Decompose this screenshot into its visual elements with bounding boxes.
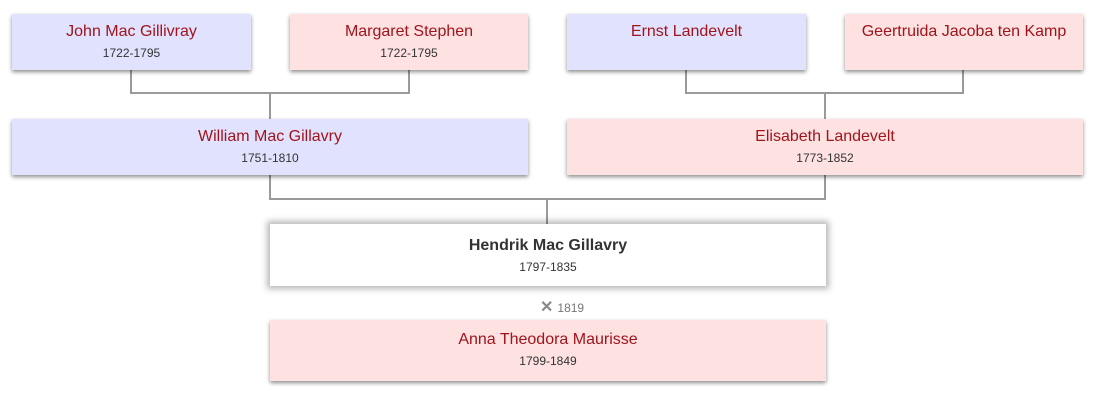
person-years: 1799-1849 — [519, 354, 577, 368]
close-icon: ✕ — [540, 299, 554, 316]
person-card-william-mac-gillavry[interactable]: William Mac Gillavry 1751-1810 — [12, 119, 528, 175]
person-card-ernst-landevelt[interactable]: Ernst Landevelt — [567, 14, 806, 70]
person-card-geertruida-jacoba-ten-kamp[interactable]: Geertruida Jacoba ten Kamp — [845, 14, 1083, 70]
person-name[interactable]: Anna Theodora Maurisse — [458, 331, 638, 348]
person-card-hendrik-mac-gillavry[interactable]: Hendrik Mac Gillavry 1797-1835 — [270, 224, 826, 286]
person-name[interactable]: John Mac Gillivray — [66, 23, 197, 40]
person-card-margaret-stephen[interactable]: Margaret Stephen 1722-1795 — [290, 14, 528, 70]
person-name[interactable]: William Mac Gillavry — [198, 128, 342, 145]
person-years: 1722-1795 — [102, 46, 161, 60]
person-name: Hendrik Mac Gillavry — [468, 237, 628, 254]
person-card-anna-theodora-maurisse[interactable]: Anna Theodora Maurisse 1799-1849 — [270, 320, 826, 381]
person-years: 1773-1852 — [796, 151, 854, 165]
person-name[interactable]: Geertruida Jacoba ten Kamp — [861, 23, 1067, 40]
person-name[interactable]: Ernst Landevelt — [630, 23, 743, 40]
person-card-elisabeth-landevelt[interactable]: Elisabeth Landevelt 1773-1852 — [567, 119, 1083, 175]
person-years: 1722-1795 — [380, 46, 438, 60]
person-name[interactable]: Elisabeth Landevelt — [755, 128, 895, 145]
marriage-year: 1819 — [557, 301, 585, 315]
marriage-indicator: ✕1819 — [540, 300, 610, 316]
person-years: 1797-1835 — [519, 260, 577, 274]
person-name[interactable]: Margaret Stephen — [344, 23, 474, 40]
person-card-john-mac-gillivray[interactable]: John Mac Gillivray 1722-1795 — [12, 14, 251, 70]
person-years: 1751-1810 — [241, 151, 299, 165]
